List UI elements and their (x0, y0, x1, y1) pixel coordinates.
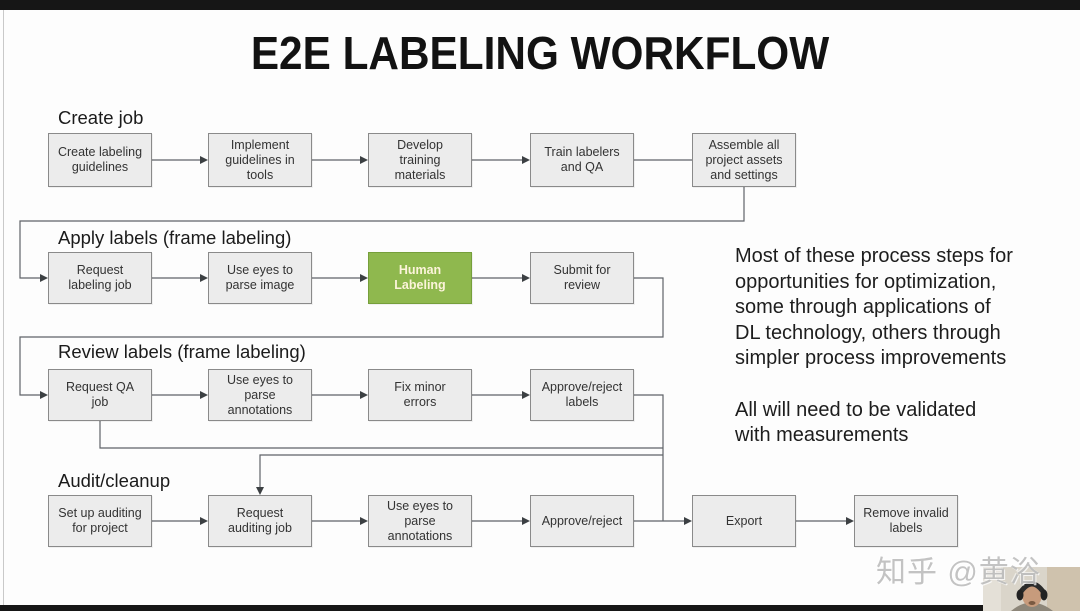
flow-box: Use eyes to parse annotations (368, 495, 472, 547)
section-label: Audit/cleanup (58, 470, 171, 491)
webcam-overlay (983, 567, 1080, 611)
page-title: E2E LABELING WORKFLOW (250, 27, 830, 79)
annotation-line: DL technology, others through (735, 321, 1001, 344)
flow-box: Use eyes to parse annotations (208, 369, 312, 421)
annotation-line: opportunities for optimization, (735, 270, 997, 293)
annotation-paragraph-2: All will need to be validated with measu… (735, 398, 1065, 449)
section-label: Review labels (frame labeling) (58, 341, 306, 362)
watermark: 知乎 @黄浴 (876, 556, 1041, 589)
flow-box: Human Labeling (368, 252, 472, 304)
letterbox-bottom (0, 605, 1080, 611)
section-label: Create job (58, 107, 144, 128)
flow-box: Create labeling guidelines (48, 133, 152, 187)
flow-box: Remove invalid labels (854, 495, 958, 547)
flow-box: Train labelers and QA (530, 133, 634, 187)
letterbox-top (0, 0, 1080, 10)
flow-box: Assemble all project assets and settings (692, 133, 796, 187)
flow-box: Use eyes to parse image (208, 252, 312, 304)
flow-box: Export (692, 495, 796, 547)
person-webcam-image (983, 567, 1080, 611)
section-label: Apply labels (frame labeling) (58, 227, 292, 248)
flow-box: Submit for review (530, 252, 634, 304)
flow-box: Request QA job (48, 369, 152, 421)
annotation-line: simpler process improvements (735, 347, 1007, 369)
annotation-line: with measurements (735, 424, 909, 446)
annotation-text: Most of these process steps for opportun… (735, 244, 1065, 475)
flow-box: Request labeling job (48, 252, 152, 304)
annotation-line: Most of these process steps for (735, 245, 1013, 267)
flow-box: Request auditing job (208, 495, 312, 547)
annotation-line: some through applications of (735, 296, 991, 318)
flow-box: Develop training materials (368, 133, 472, 187)
annotation-paragraph-1: Most of these process steps for opportun… (735, 244, 1065, 372)
flow-box: Approve/reject (530, 495, 634, 547)
annotation-line: All will need to be validated (735, 398, 977, 421)
slide-edge-line (3, 10, 4, 605)
flow-box: Approve/reject labels (530, 369, 634, 421)
flow-box: Fix minor errors (368, 369, 472, 421)
arrowheads (40, 156, 854, 525)
flow-box: Set up auditing for project (48, 495, 152, 547)
flow-box: Implement guidelines in tools (208, 133, 312, 187)
